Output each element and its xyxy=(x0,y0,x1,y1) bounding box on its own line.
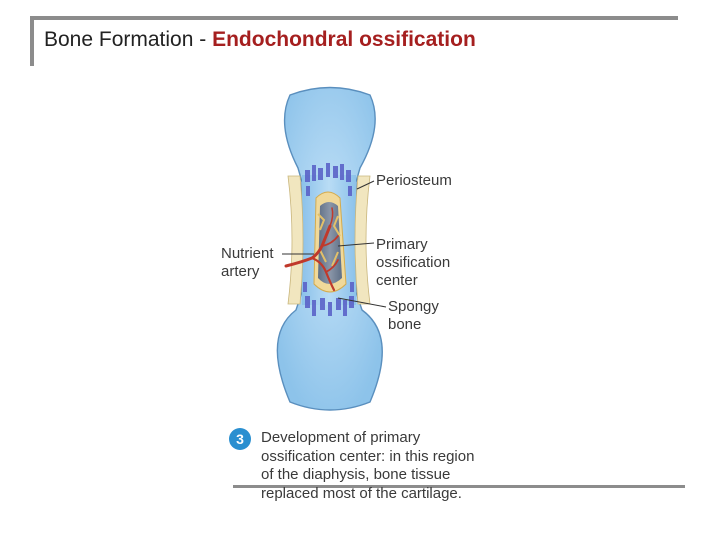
title-subtitle: Endochondral ossification xyxy=(212,28,476,51)
step-caption: Development of primary ossification cent… xyxy=(261,429,475,502)
slide-title: Bone Formation - Endochondral ossificati… xyxy=(44,28,476,52)
slide-frame-top xyxy=(30,16,678,20)
label-primary-ossification-center: Primary ossification center xyxy=(376,236,451,289)
leader-lines xyxy=(282,180,387,308)
label-nutrient-artery: Nutrient artery xyxy=(221,245,274,280)
chondrocyte-clusters xyxy=(303,163,354,316)
slide-frame-left xyxy=(30,16,34,66)
label-periosteum: Periosteum xyxy=(376,172,452,189)
step-number-badge: 3 xyxy=(229,428,251,450)
title-main: Bone Formation - xyxy=(44,28,213,51)
label-spongy-bone: Spongy bone xyxy=(388,298,439,333)
periosteum-collar xyxy=(287,175,371,305)
nutrient-artery-vessels xyxy=(284,207,339,292)
slide-frame-bottom xyxy=(233,485,685,488)
